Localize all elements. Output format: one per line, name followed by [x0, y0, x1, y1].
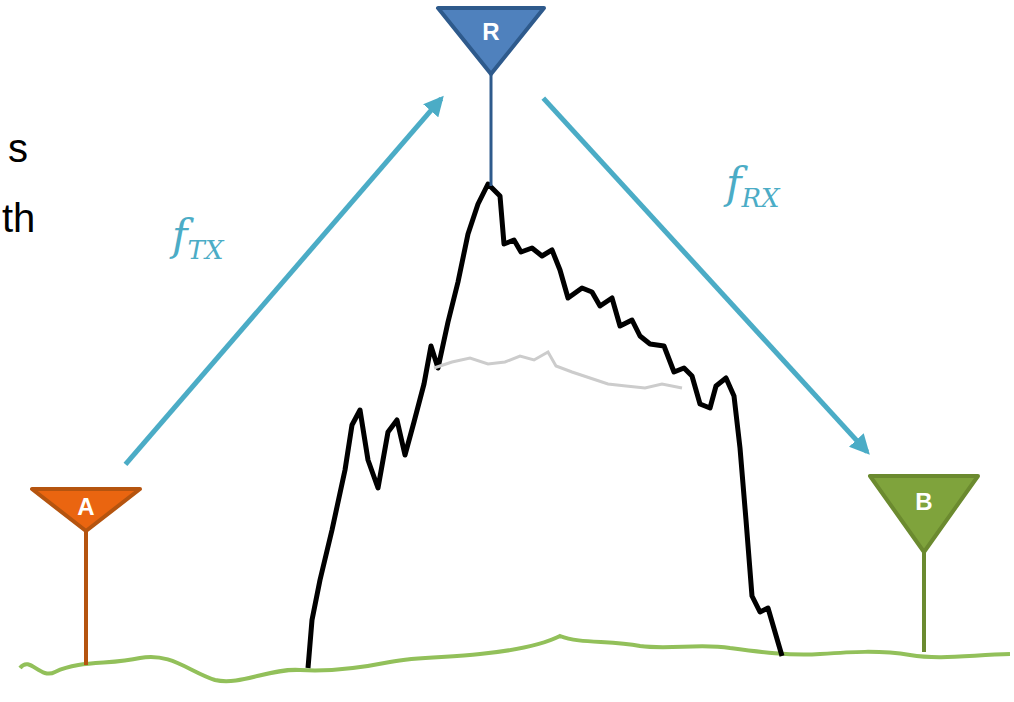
- antenna-node: B: [868, 474, 980, 554]
- slide-text: th: [2, 198, 35, 238]
- antenna-node: R: [436, 6, 546, 76]
- antenna-letter: B: [868, 474, 980, 516]
- signal-arrow: [125, 99, 441, 465]
- antenna-mast: [490, 74, 493, 186]
- slide-text: s: [8, 128, 28, 168]
- mountain-outline: [308, 184, 782, 668]
- antenna-node: A: [30, 487, 142, 533]
- frequency-label: fTX: [172, 215, 223, 263]
- frequency-label: fRX: [726, 163, 780, 211]
- ground-line: [20, 636, 1010, 681]
- antenna-mast: [922, 552, 926, 652]
- mountain-ridge: [434, 352, 682, 388]
- antenna-letter: A: [30, 487, 142, 521]
- antenna-mast: [84, 532, 88, 665]
- antenna-letter: R: [436, 6, 546, 46]
- signal-arrow: [543, 98, 867, 452]
